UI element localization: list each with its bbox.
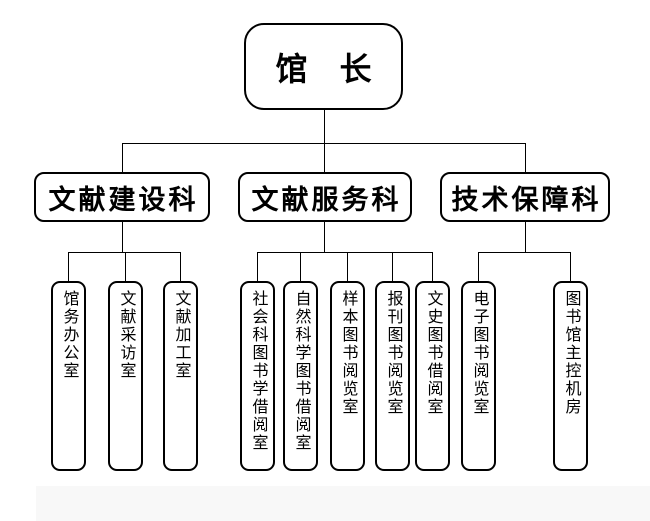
office-label: 自然科学图书借阅室 — [292, 290, 310, 452]
connector-drop-office-1-2 — [125, 252, 126, 281]
dept-box-document-construction: 文献建设科 — [34, 172, 210, 222]
director-box: 馆 长 — [244, 23, 403, 110]
office-box-social-science-books-room: 社会科图书学借阅室 — [240, 281, 275, 471]
connector-drop-office-1-3 — [180, 252, 181, 281]
connector-drop-office-2-3 — [347, 252, 348, 281]
office-label: 文献采访室 — [117, 290, 135, 380]
dept-box-document-service: 文献服务科 — [238, 172, 412, 222]
office-box-natural-science-books-room: 自然科学图书借阅室 — [283, 281, 318, 471]
connector-dept1-stem — [122, 222, 123, 252]
connector-drop-office-2-4 — [392, 252, 393, 281]
connector-dept2-stem — [324, 222, 325, 252]
connector-drop-office-2-1 — [257, 252, 258, 281]
connector-group3-bar — [478, 252, 571, 253]
bottom-margin-band — [36, 486, 650, 521]
connector-drop-office-1-1 — [68, 252, 69, 281]
office-box-literature-history-books-room: 文史图书借阅室 — [415, 281, 450, 471]
connector-root-stem — [324, 110, 325, 143]
dept-box-technical-support: 技术保障科 — [440, 172, 610, 222]
office-box-document-processing-room: 文献加工室 — [163, 281, 198, 471]
office-box-library-affairs-office: 馆务办公室 — [51, 281, 86, 471]
office-label: 图书馆主控机房 — [562, 290, 580, 416]
office-label: 馆务办公室 — [60, 290, 78, 380]
connector-drop-dept2 — [324, 143, 325, 172]
office-label: 社会科图书学借阅室 — [249, 290, 267, 452]
connector-drop-office-2-5 — [432, 252, 433, 281]
office-box-ebook-reading-room: 电子图书阅览室 — [461, 281, 496, 471]
office-label: 文献加工室 — [172, 290, 190, 380]
connector-drop-dept1 — [122, 143, 123, 172]
connector-group1-bar — [68, 252, 181, 253]
connector-drop-dept3 — [525, 143, 526, 172]
office-box-document-acquisition-room: 文献采访室 — [108, 281, 143, 471]
connector-dept3-stem — [525, 222, 526, 252]
connector-drop-office-2-2 — [300, 252, 301, 281]
office-box-periodicals-reading-room: 报刊图书阅览室 — [375, 281, 410, 471]
office-label: 报刊图书阅览室 — [384, 290, 402, 416]
office-label: 样本图书阅览室 — [339, 290, 357, 416]
office-label: 文史图书借阅室 — [424, 290, 442, 416]
office-label: 电子图书阅览室 — [470, 290, 488, 416]
connector-group2-bar — [257, 252, 433, 253]
office-box-main-control-machine-room: 图书馆主控机房 — [553, 281, 588, 471]
office-box-sample-books-reading-room: 样本图书阅览室 — [330, 281, 365, 471]
connector-drop-office-3-1 — [478, 252, 479, 281]
connector-drop-office-3-2 — [570, 252, 571, 281]
